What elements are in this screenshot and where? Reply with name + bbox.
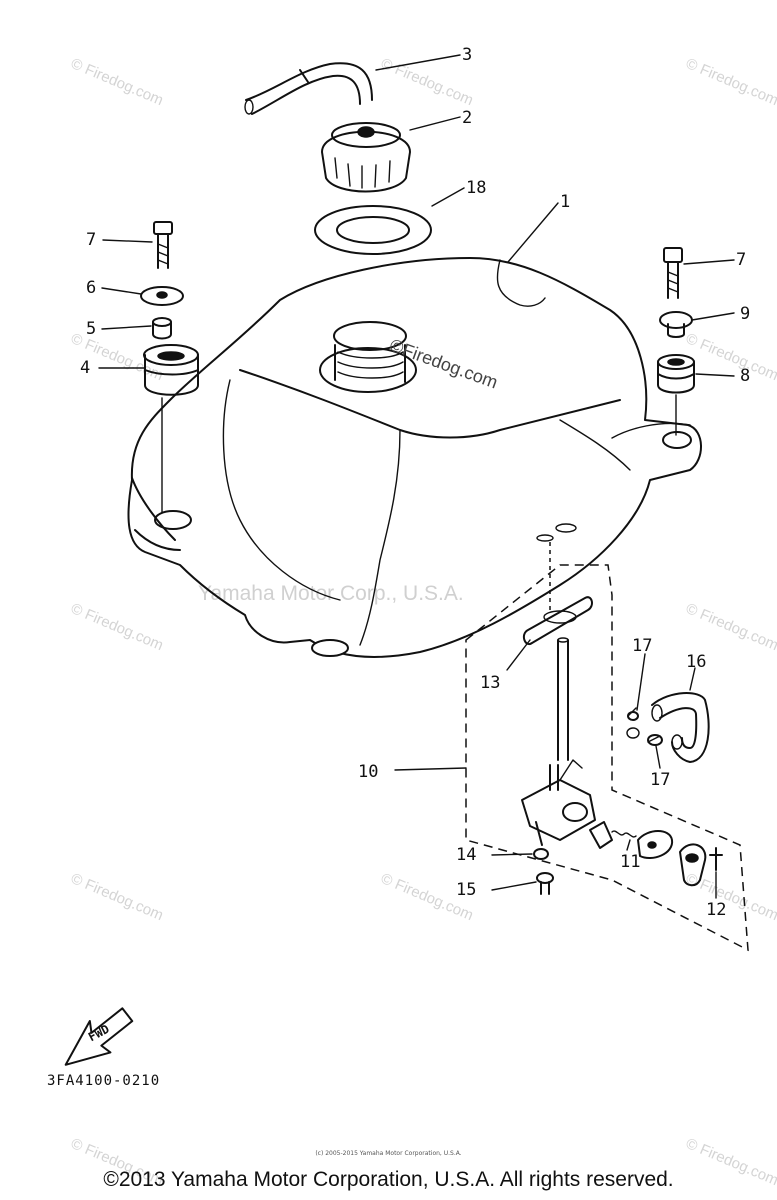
callout-18: 18	[466, 178, 487, 198]
callout-7-right: 7	[736, 250, 747, 270]
callout-17-bottom: 17	[650, 770, 671, 790]
callout-17-top: 17	[632, 636, 653, 656]
callout-3: 3	[462, 45, 473, 65]
part-15-screw[interactable]	[536, 872, 554, 895]
callout-2: 2	[462, 108, 473, 128]
part-10-assembly-outline	[465, 564, 749, 952]
right-mount-stack	[657, 247, 695, 436]
part-1-fuel-tank[interactable]	[127, 257, 702, 658]
part-5-collar-left[interactable]	[152, 317, 172, 340]
callout-1: 1	[560, 192, 571, 212]
part-9-collar-right[interactable]	[659, 311, 693, 338]
callout-6: 6	[86, 278, 97, 298]
part-18-gasket[interactable]	[314, 205, 432, 255]
callout-4: 4	[80, 358, 91, 378]
part-16-hose[interactable]	[651, 692, 710, 763]
callout-16: 16	[686, 652, 707, 672]
callout-13: 13	[480, 673, 501, 693]
left-mount-stack	[140, 221, 199, 513]
callout-15: 15	[456, 880, 477, 900]
diagram-reference-code: 3FA4100-0210	[47, 1073, 161, 1089]
fwd-arrow-icon	[64, 1007, 134, 1066]
part-17-clip-top[interactable]	[627, 707, 639, 721]
copyright-footer: ©2013 Yamaha Motor Corporation, U.S.A. A…	[103, 1168, 674, 1191]
callout-9: 9	[740, 304, 751, 324]
callout-11: 11	[620, 852, 641, 872]
part-4-grommet-left[interactable]	[143, 344, 199, 396]
leader-lines	[98, 54, 735, 899]
part-7-bolt-left[interactable]	[153, 221, 173, 269]
part-11-cock-internals[interactable]	[589, 821, 674, 859]
part-17-oring[interactable]	[626, 727, 640, 739]
part-14-washer[interactable]	[533, 848, 549, 860]
part-7-bolt-right[interactable]	[663, 247, 683, 299]
callout-5: 5	[86, 319, 97, 339]
watermark-manufacturer: Yamaha Motor Corp., U.S.A.	[198, 582, 464, 605]
part-6-washer-left[interactable]	[140, 286, 184, 306]
small-copyright: (c) 2005-2015 Yamaha Motor Corporation, …	[315, 1150, 462, 1157]
callout-14: 14	[456, 845, 477, 865]
part-13-gasket[interactable]	[522, 523, 593, 646]
callout-7-left: 7	[86, 230, 97, 250]
callout-12: 12	[706, 900, 727, 920]
part-8-grommet-right[interactable]	[657, 354, 695, 394]
part-12-lever[interactable]	[679, 843, 723, 887]
callout-10: 10	[358, 762, 379, 782]
part-17-clip-bottom[interactable]	[647, 734, 663, 746]
callout-8: 8	[740, 366, 751, 386]
part-2-fuel-cap[interactable]	[321, 122, 411, 193]
part-3-hose[interactable]	[244, 62, 373, 115]
part-10-fuel-cock[interactable]	[521, 637, 596, 846]
